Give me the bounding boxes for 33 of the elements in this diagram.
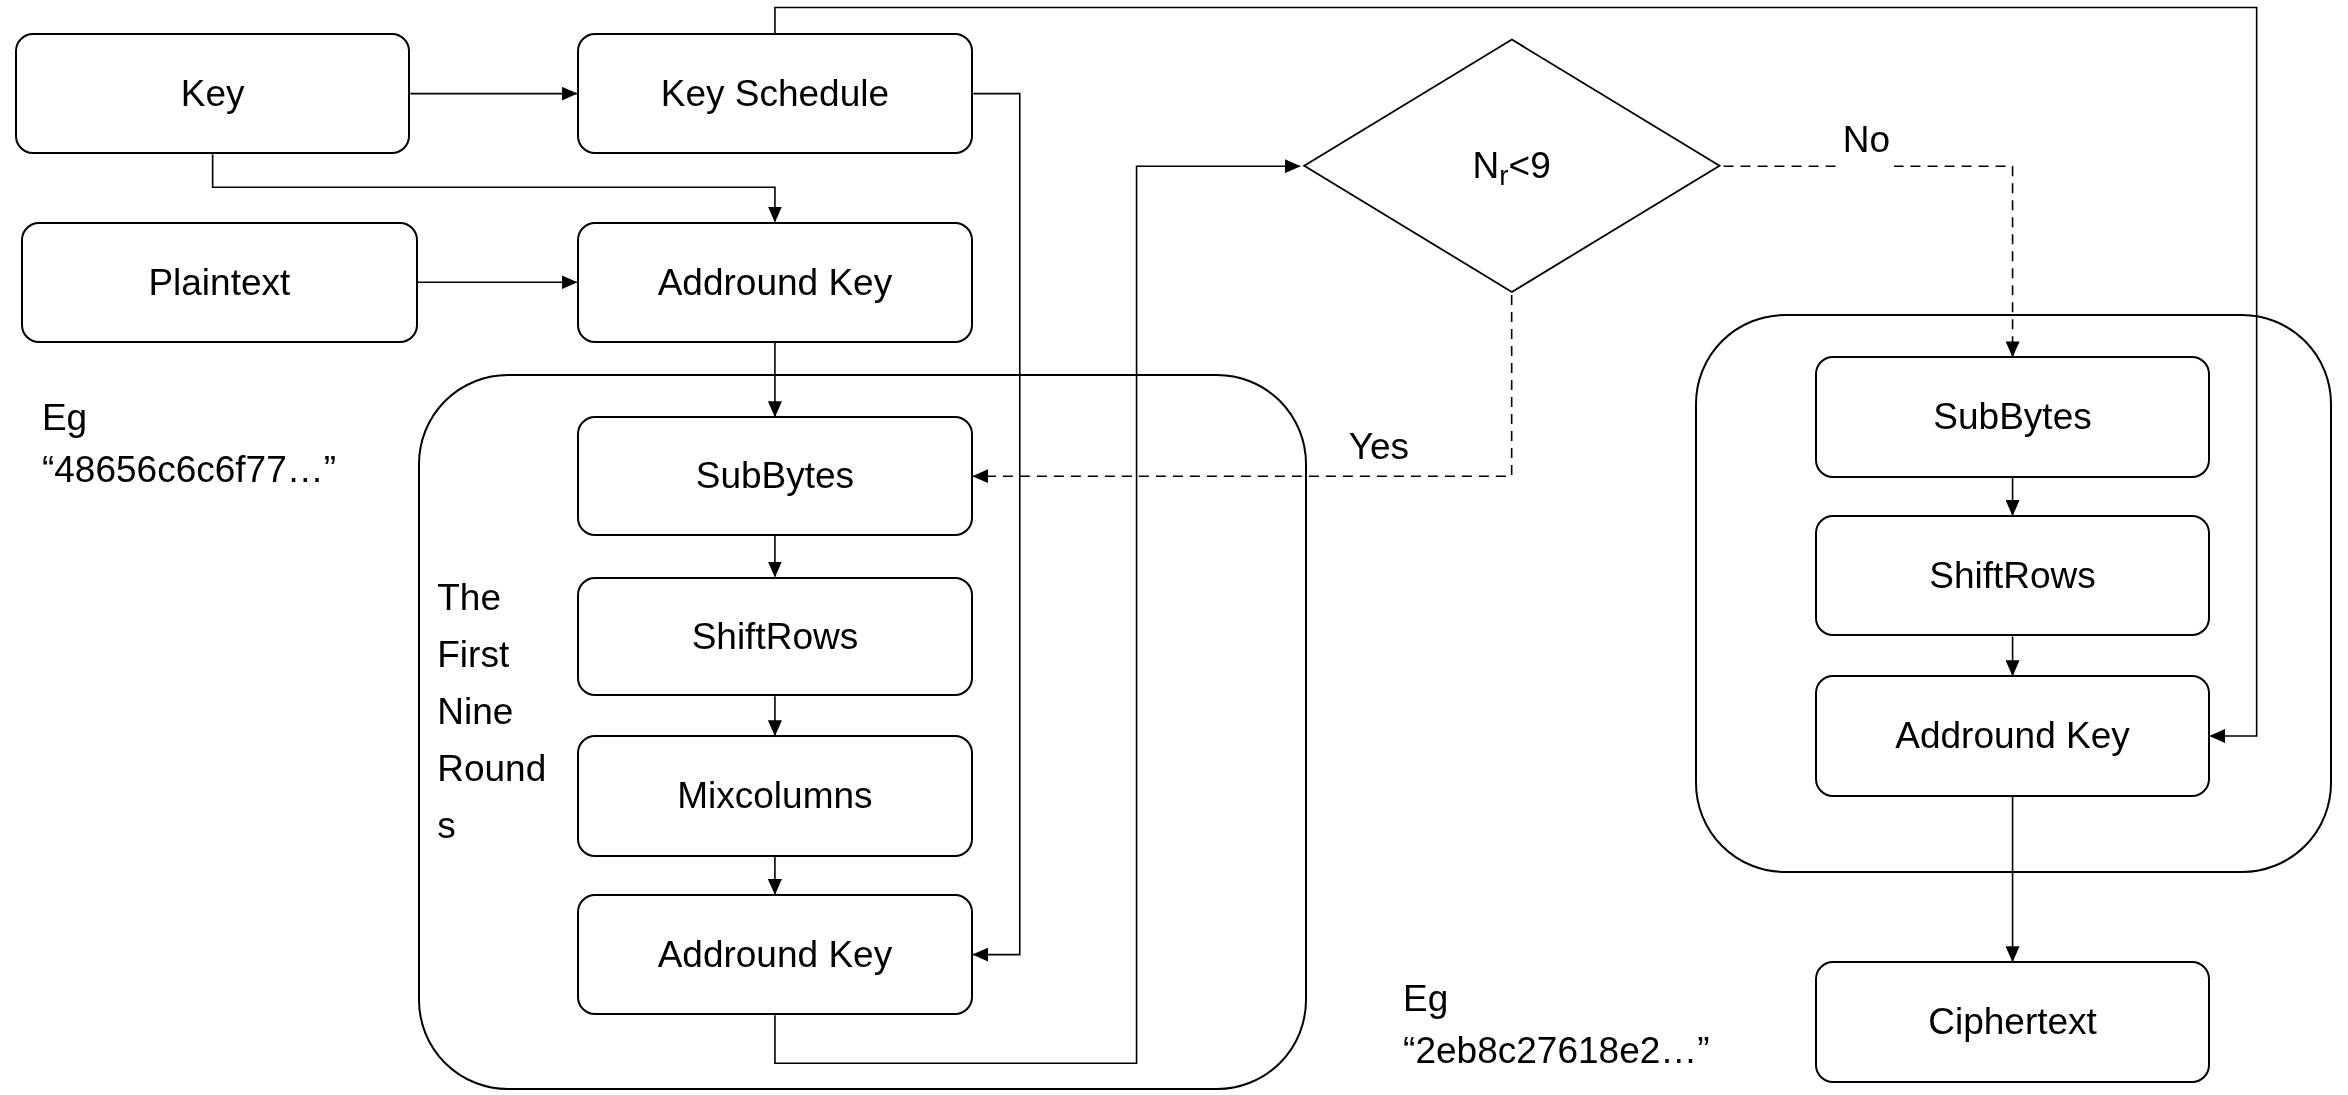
arrow (774, 159, 1301, 1064)
arrow (2005, 476, 2020, 517)
process-box: SubBytes (576, 416, 974, 537)
process-box: SubBytes (1814, 356, 2211, 478)
process-box: Key (14, 32, 411, 155)
arrow (767, 535, 782, 578)
example-note: Eg “2eb8c27618e2…” (1403, 977, 1711, 1074)
arrow (972, 294, 1513, 484)
arrow (2005, 795, 2020, 963)
arrow (417, 275, 578, 290)
arrow (972, 92, 1021, 962)
group-heading: The First Nine Rounds (437, 576, 548, 848)
arrow (2005, 635, 2020, 677)
process-box: Addround Key (576, 893, 974, 1016)
arrow (767, 342, 782, 418)
process-box: ShiftRows (1814, 515, 2211, 637)
process-box: Key Schedule (576, 32, 974, 155)
process-box: Plaintext (20, 221, 418, 343)
process-box: Addround Key (576, 221, 974, 343)
example-note: Eg “48656c6c6f77…” (41, 396, 338, 493)
arrow (767, 855, 782, 895)
arrow (774, 6, 2258, 743)
process-box: Ciphertext (1814, 961, 2211, 1083)
process-box: Addround Key (1814, 675, 2211, 797)
arrow (1722, 165, 2020, 358)
group-container (1695, 314, 2332, 873)
decision-text: N$_{r}$<9 (1472, 144, 1551, 194)
group-container (417, 374, 1308, 1091)
arrow (211, 153, 782, 223)
process-box: ShiftRows (576, 576, 974, 697)
process-box: Mixcolumns (576, 735, 974, 857)
arrow (767, 695, 782, 737)
arrow (409, 86, 578, 101)
